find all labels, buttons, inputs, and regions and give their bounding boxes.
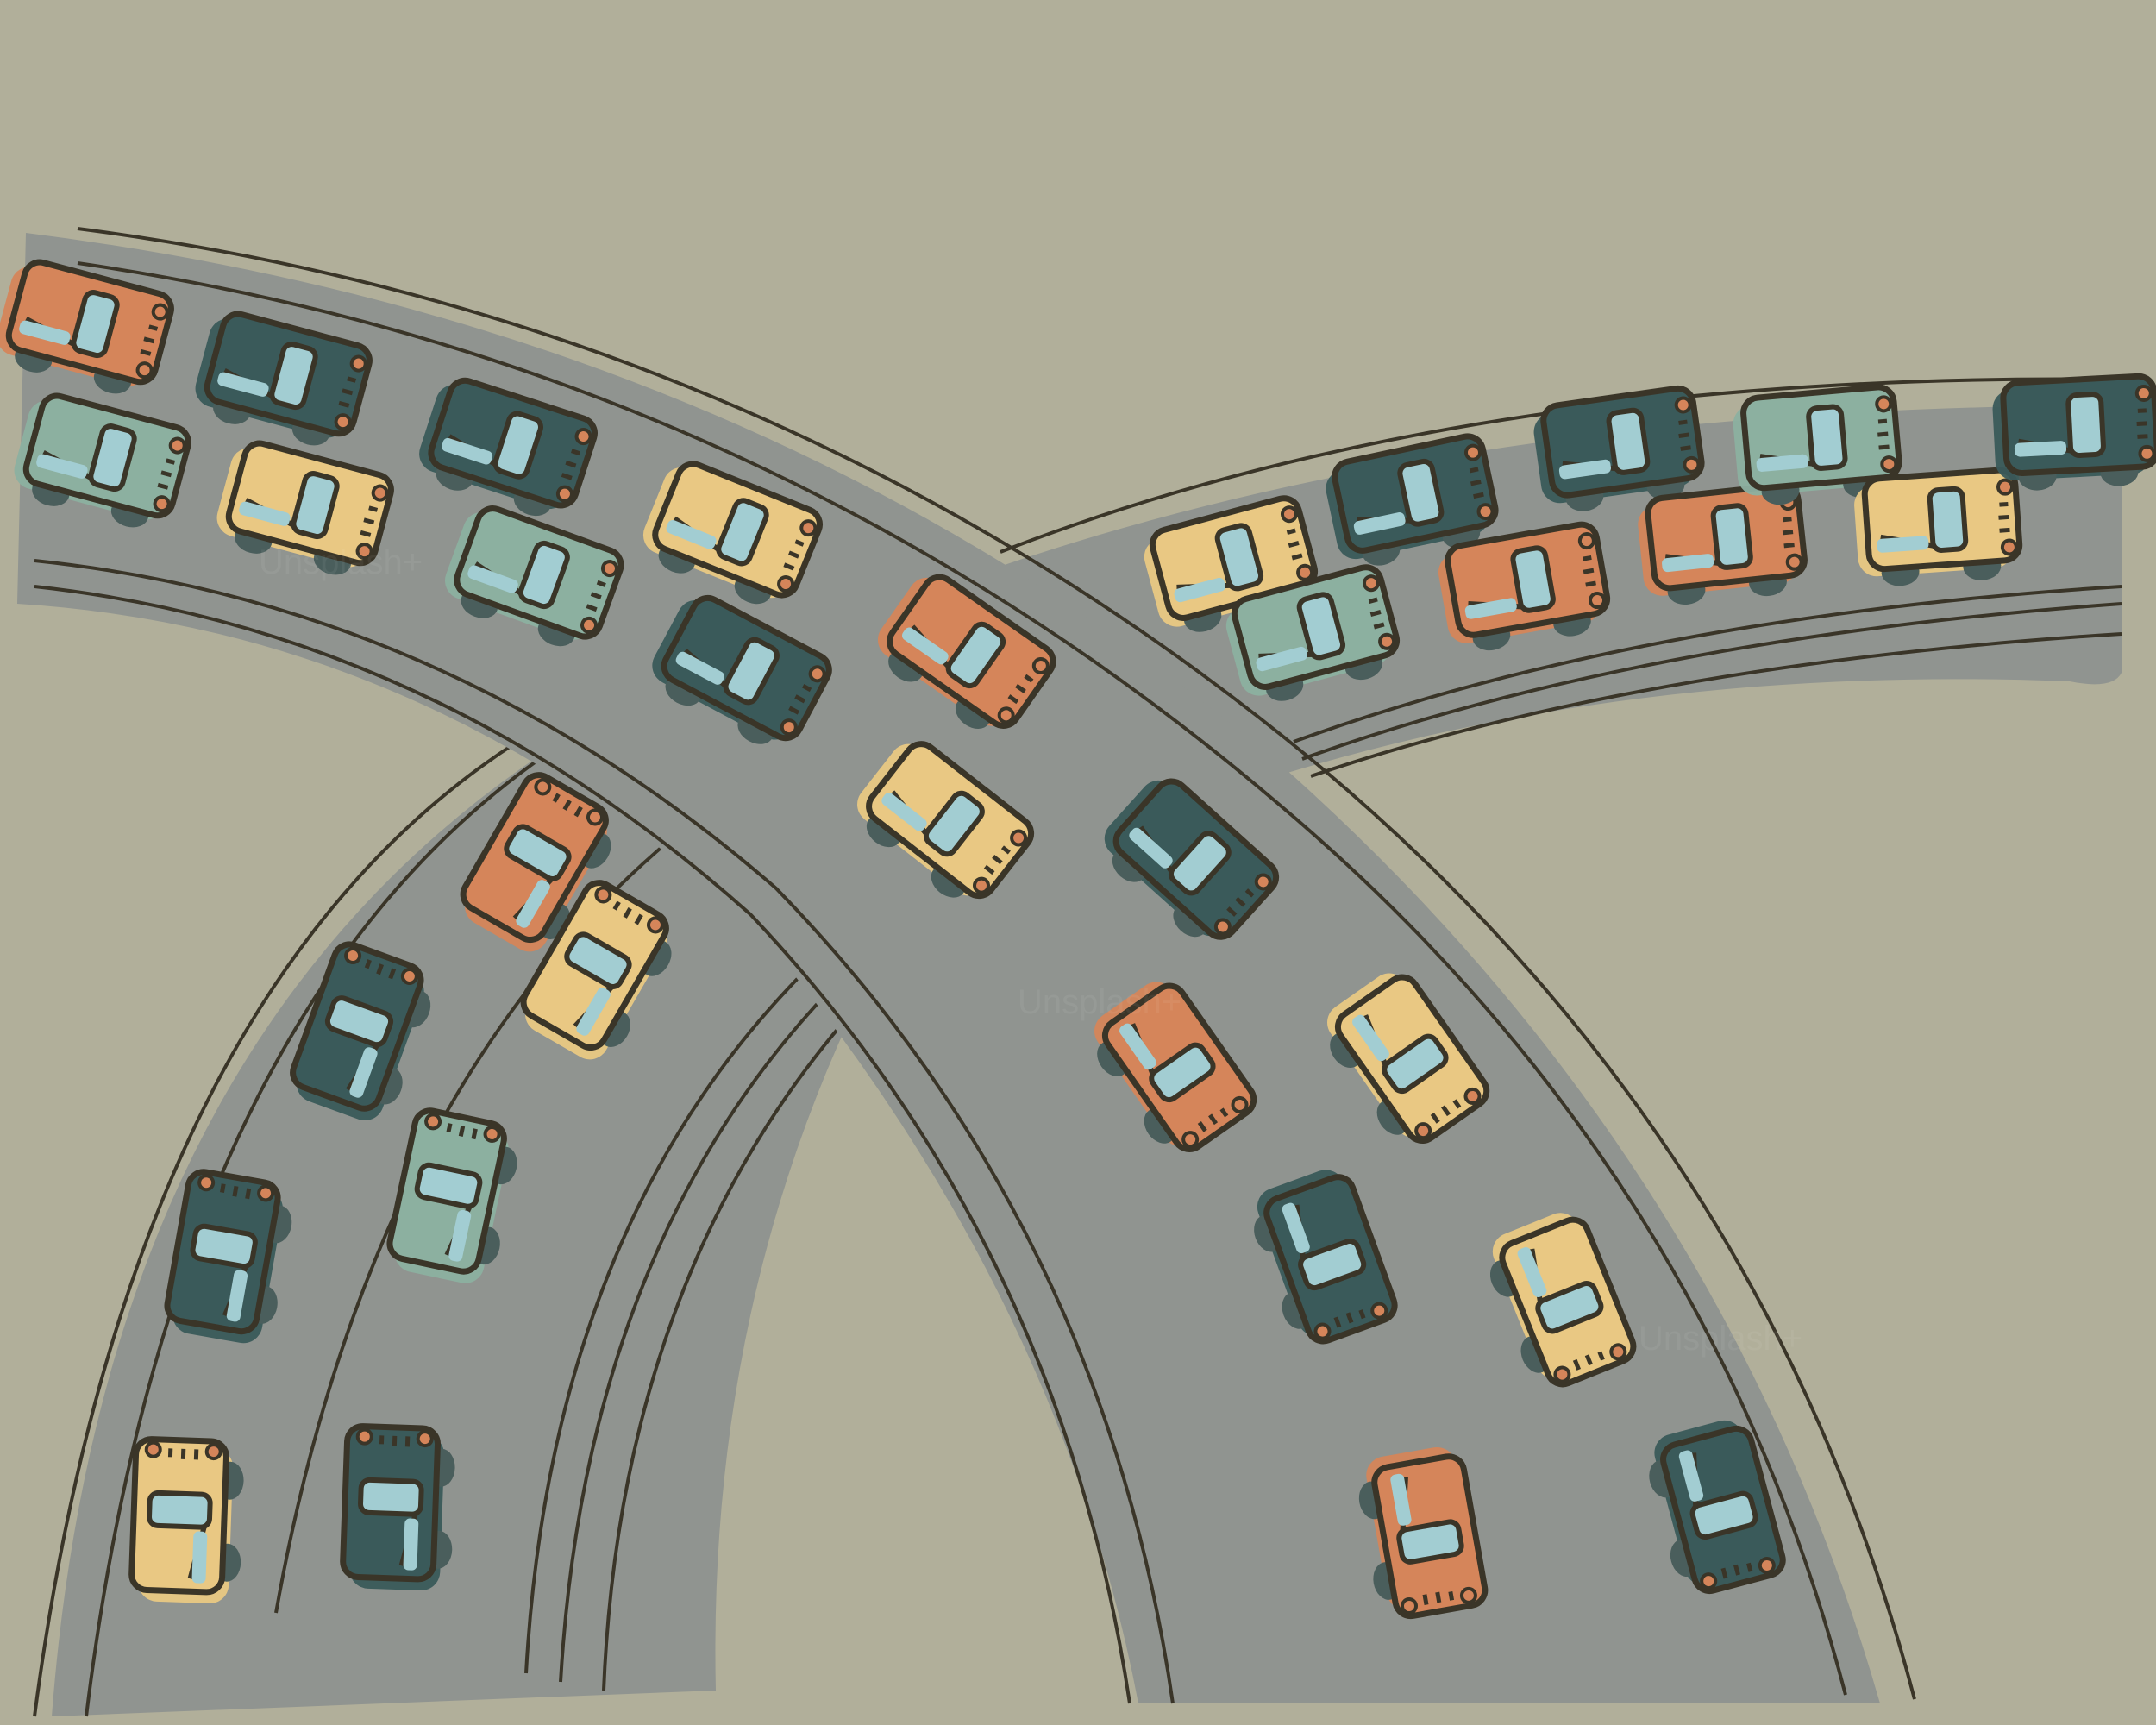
car: [857, 741, 1035, 900]
car: [195, 310, 373, 446]
car: [1327, 973, 1490, 1144]
car: [1358, 1446, 1489, 1620]
car: [877, 574, 1056, 729]
car: [216, 440, 394, 575]
road-main-line-bottom1: [34, 559, 1175, 1704]
road-sw-edge1: [33, 740, 519, 1717]
road-sw-inner3: [602, 999, 864, 1691]
car: [290, 941, 431, 1121]
car: [128, 1436, 244, 1604]
car: [642, 461, 823, 605]
car: [419, 377, 598, 517]
road-main-edge-top: [77, 227, 1916, 1700]
road-east-line3: [1310, 632, 2122, 778]
cars-layer: [0, 259, 2156, 1620]
road-east-line2: [1301, 602, 2122, 761]
car: [652, 594, 832, 744]
car: [1254, 1170, 1398, 1345]
car: [340, 1423, 455, 1591]
car: [1104, 778, 1280, 940]
car: [1438, 521, 1611, 651]
car: [1638, 482, 1808, 605]
car: [1649, 1420, 1786, 1595]
car: [1533, 385, 1705, 511]
car: [1854, 467, 2023, 586]
car: [0, 259, 174, 394]
car: [1489, 1213, 1637, 1388]
car: [520, 880, 672, 1060]
road-east-edge: [1000, 377, 2122, 554]
road-east-line1: [1293, 585, 2122, 743]
car: [460, 772, 611, 952]
car: [1992, 373, 2156, 491]
road-sw-inner1: [524, 947, 830, 1674]
car: [386, 1107, 517, 1283]
car: [1326, 433, 1499, 566]
car: [164, 1169, 292, 1344]
road-sw-edge2: [85, 749, 554, 1717]
car: [1733, 384, 1902, 505]
road-main-line-bottom2: [34, 585, 1131, 1704]
car: [1225, 564, 1401, 701]
car: [444, 505, 624, 647]
car: [14, 392, 191, 528]
road-main-line1: [77, 261, 1847, 1696]
car: [1094, 982, 1257, 1152]
road-sw-inner2: [559, 973, 847, 1683]
